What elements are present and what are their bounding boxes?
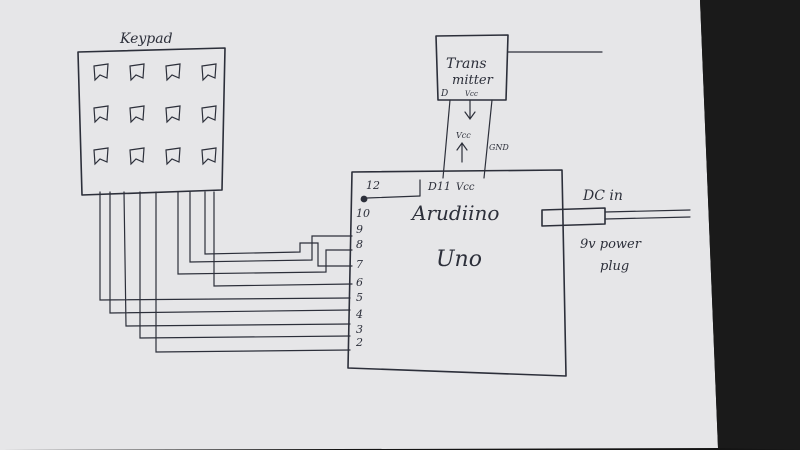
transmitter-label-2: mitter: [452, 73, 494, 88]
transmitter-label-1: Trans: [446, 56, 487, 72]
transmitter-links: Vcc GND: [442, 99, 509, 179]
arduino-pin-vcc: Vcc: [456, 182, 475, 193]
vcc-link-label: Vcc: [456, 131, 471, 140]
keypad: Keypad: [77, 31, 226, 196]
keypad-key: [93, 147, 109, 166]
arduino-label-1: Arudiino: [410, 201, 499, 225]
keypad-key: [201, 105, 217, 124]
wire-keypad-6: [99, 191, 351, 301]
keypad-outline: [77, 47, 226, 196]
keypad-keys: [93, 63, 217, 166]
arduino-pin-label: 4: [355, 308, 363, 321]
arduino-uno: D11 Vcc Arudiino Uno 12 10 9 8 7 6 5 4 32: [347, 169, 567, 377]
arduino-pin-label: 5: [356, 291, 363, 304]
arduino-pin-label: 10: [356, 207, 370, 220]
wire-keypad-7: [204, 191, 353, 267]
wire-keypad-5: [109, 191, 351, 314]
vcc-arrow-up: [456, 141, 468, 163]
keypad-key: [93, 105, 109, 124]
transmitter: Trans mitter D Vcc: [435, 34, 603, 101]
transmitter-outline: [435, 34, 509, 101]
arduino-pin-label: 8: [356, 238, 363, 251]
wire-keypad-3: [139, 191, 351, 339]
keypad-key: [165, 147, 181, 166]
transmitter-pin-vcc: Vcc: [465, 90, 478, 98]
power-label-1: 9v power: [580, 237, 642, 252]
arduino-pin-d11: D11: [427, 180, 451, 193]
plug-outline: [541, 207, 606, 227]
arduino-pin-label: 3: [356, 323, 363, 336]
data-wire: [442, 99, 451, 179]
power-label-2: plug: [600, 259, 629, 274]
wire-keypad-2: [155, 191, 351, 353]
power-plug: DC in 9v power plug: [541, 188, 691, 274]
arduino-pin-label: 2: [355, 336, 363, 349]
arduino-outline: [347, 169, 567, 377]
keypad-key: [165, 63, 181, 82]
transmitter-pin-d: D: [440, 89, 448, 99]
vcc-arrow-down: [464, 99, 476, 121]
arduino-pin-label: 12: [366, 179, 380, 192]
pin-12-dot: [360, 195, 368, 203]
arduino-label-2: Uno: [436, 247, 482, 272]
plug-cable: [604, 209, 691, 220]
arduino-pin-label: 7: [356, 258, 363, 271]
arduino-pin-label: 6: [356, 276, 363, 289]
wire-keypad-4: [123, 191, 351, 327]
keypad-key: [129, 105, 145, 124]
gnd-link-label: GND: [489, 143, 509, 152]
wire-keypad-8: [177, 191, 353, 275]
keypad-key: [201, 63, 217, 82]
keypad-key: [201, 147, 217, 166]
gnd-wire: [483, 99, 493, 179]
wire-keypad-9: [189, 191, 353, 263]
keypad-key: [165, 105, 181, 124]
keypad-wires: [99, 191, 353, 353]
arduino-pin-label: 9: [356, 223, 363, 236]
wire-keypad-6b: [213, 191, 353, 287]
power-dc-label: DC in: [582, 188, 623, 204]
pin-12-wire: [366, 195, 421, 199]
keypad-key: [129, 147, 145, 166]
keypad-key: [93, 63, 109, 82]
keypad-key: [129, 63, 145, 82]
dark-edge: [700, 0, 800, 450]
keypad-label: Keypad: [119, 31, 173, 47]
arduino-pin-labels: 12 10 9 8 7 6 5 4 32: [355, 179, 380, 349]
